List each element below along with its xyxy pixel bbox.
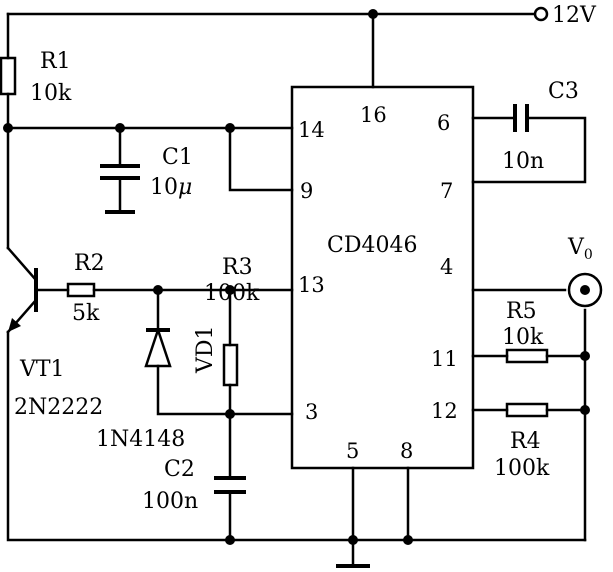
c1-unit: μ	[178, 175, 192, 200]
output-sub: 0	[584, 247, 593, 263]
wires	[6, 12, 587, 567]
transistor-vt1: VT1 2N2222	[6, 246, 103, 420]
resistor-r2: R2 5k	[66, 251, 105, 326]
pin-7-label: 7	[440, 179, 453, 203]
r3-name: R3	[222, 255, 253, 280]
c3-value: 10n	[502, 149, 544, 174]
vt1-part: 2N2222	[14, 395, 103, 420]
pin-16-label: 16	[360, 103, 387, 127]
pin-11-label: 11	[431, 347, 458, 371]
resistor-r3: R3 100k	[204, 255, 260, 387]
r1-value: 10k	[30, 81, 72, 106]
r5-name: R5	[506, 299, 537, 324]
output-label: V	[567, 235, 585, 260]
vt1-name: VT1	[19, 357, 65, 382]
vd1-name: VD1	[193, 325, 218, 374]
ic-name: CD4046	[327, 233, 417, 258]
pin-4-label: 4	[440, 255, 453, 279]
resistor-r5: R5 10k	[502, 299, 549, 364]
pin-12-label: 12	[431, 399, 458, 423]
r2-value: 5k	[72, 301, 100, 326]
pin-13-label: 13	[298, 273, 325, 297]
c1-name: C1	[162, 145, 193, 170]
vd1-part: 1N4148	[96, 427, 185, 452]
ic-cd4046: CD4046 14 16 6 9 7 13 4 11 3 12 5 8	[290, 85, 475, 470]
resistor-r1: R1 10k	[0, 49, 72, 106]
r4-value: 100k	[494, 456, 550, 481]
svg-text:10μ: 10μ	[150, 175, 192, 200]
diode-vd1: VD1 1N4148	[96, 325, 218, 452]
resistor-r4: R4 100k	[494, 402, 550, 481]
pin-3-label: 3	[305, 400, 318, 424]
supply-label: 12V	[552, 3, 597, 28]
r5-value: 10k	[502, 325, 544, 350]
pin-14-label: 14	[298, 118, 325, 142]
r2-name: R2	[74, 251, 105, 276]
r4-name: R4	[510, 429, 541, 454]
pin-8-label: 8	[400, 439, 413, 463]
svg-text:V0: V0	[567, 235, 593, 263]
pin-6-label: 6	[437, 111, 450, 135]
supply-terminal: 12V	[533, 3, 597, 28]
c3-name: C3	[548, 79, 579, 104]
capacitor-c2: C2 100n	[142, 457, 246, 514]
c1-value: 10	[150, 175, 178, 200]
junctions	[3, 9, 590, 545]
output-terminal: V0	[567, 235, 603, 308]
pin-5-label: 5	[346, 439, 359, 463]
c2-value: 100n	[142, 489, 198, 514]
capacitor-c3: C3 10n	[502, 79, 579, 174]
r1-name: R1	[40, 49, 71, 74]
capacitor-c1: C1 10μ	[100, 145, 193, 214]
pin-9-label: 9	[300, 179, 313, 203]
c2-name: C2	[164, 457, 195, 482]
